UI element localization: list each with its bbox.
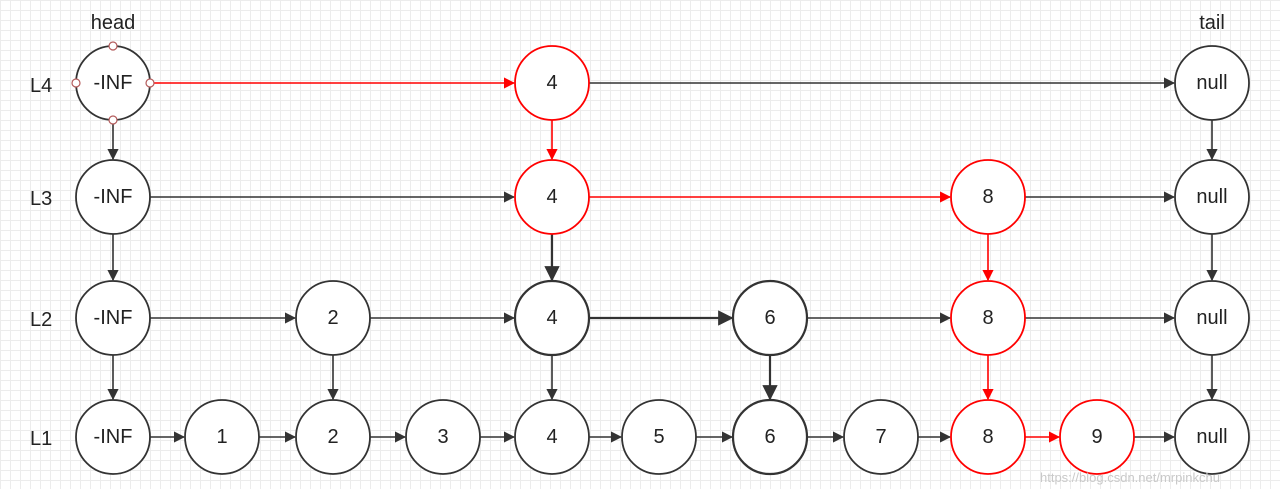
- selection-handle[interactable]: [145, 78, 155, 88]
- tail-label: tail: [1199, 12, 1225, 34]
- level-label-l4: L4: [30, 75, 52, 97]
- node-circle: [731, 279, 809, 357]
- node-l1-4[interactable]: 4: [514, 399, 590, 475]
- nodes-layer: -INF 4 null -INF 4 8 null -INF 2 4 6 8 null -INF 1 2 3 4 5…: [75, 45, 1250, 476]
- node-value: 5: [653, 426, 664, 448]
- node-l1-9[interactable]: 9: [1059, 399, 1135, 475]
- node-circle: [621, 399, 697, 475]
- node-value: 7: [875, 426, 886, 448]
- node-circle: [950, 280, 1026, 356]
- node-circle: [184, 399, 260, 475]
- node-l1-null[interactable]: null: [1174, 399, 1250, 475]
- level-label-l3: L3: [30, 188, 52, 210]
- node-circle: [514, 159, 590, 235]
- node-value: 4: [546, 426, 557, 448]
- node-circle: [295, 280, 371, 356]
- node-l2-8[interactable]: 8: [950, 280, 1026, 356]
- node-l1-3[interactable]: 3: [405, 399, 481, 475]
- node-l2-2[interactable]: 2: [295, 280, 371, 356]
- node-circle: [1174, 159, 1250, 235]
- node-circle: [75, 280, 151, 356]
- node-l2-null[interactable]: null: [1174, 280, 1250, 356]
- head-label: head: [91, 12, 136, 34]
- node-value: 4: [546, 186, 557, 208]
- node-l1-8[interactable]: 8: [950, 399, 1026, 475]
- level-label-l2: L2: [30, 309, 52, 331]
- node-l3-8[interactable]: 8: [950, 159, 1026, 235]
- node-circle: [295, 399, 371, 475]
- node-value: -INF: [94, 72, 133, 94]
- selection-handle[interactable]: [71, 78, 81, 88]
- node-circle: [950, 159, 1026, 235]
- node-value: 8: [982, 307, 993, 329]
- node-l4-4[interactable]: 4: [514, 45, 590, 121]
- node-value: null: [1196, 186, 1227, 208]
- selection-handles: [71, 41, 155, 125]
- node-value: 6: [764, 426, 775, 448]
- node-value: null: [1196, 307, 1227, 329]
- node-circle: [731, 398, 809, 476]
- node-circle: [514, 399, 590, 475]
- node-circle: [950, 399, 1026, 475]
- node-value: 3: [437, 426, 448, 448]
- selection-handle[interactable]: [108, 115, 118, 125]
- node-value: 8: [982, 186, 993, 208]
- node-value: 4: [546, 307, 557, 329]
- node-circle: [75, 399, 151, 475]
- node-l2-4[interactable]: 4: [513, 279, 591, 357]
- node-circle: [1174, 399, 1250, 475]
- node-value: 6: [764, 307, 775, 329]
- node-circle: [514, 45, 590, 121]
- node-value: null: [1196, 72, 1227, 94]
- node-value: 8: [982, 426, 993, 448]
- node-l1-5[interactable]: 5: [621, 399, 697, 475]
- level-label-l1: L1: [30, 428, 52, 450]
- node-l1-2[interactable]: 2: [295, 399, 371, 475]
- edges-layer: [107, 77, 1218, 443]
- node-value: -INF: [94, 307, 133, 329]
- node-l3-4[interactable]: 4: [514, 159, 590, 235]
- node-value: 1: [216, 426, 227, 448]
- node-l1--INF[interactable]: -INF: [75, 399, 151, 475]
- node-value: 2: [327, 307, 338, 329]
- node-l3-null[interactable]: null: [1174, 159, 1250, 235]
- node-value: null: [1196, 426, 1227, 448]
- node-value: 4: [546, 72, 557, 94]
- node-circle: [1059, 399, 1135, 475]
- node-circle: [843, 399, 919, 475]
- node-value: 2: [327, 426, 338, 448]
- node-l3--INF[interactable]: -INF: [75, 159, 151, 235]
- node-circle: [1174, 280, 1250, 356]
- node-circle: [75, 159, 151, 235]
- node-value: -INF: [94, 426, 133, 448]
- node-circle: [513, 279, 591, 357]
- watermark: https://blog.csdn.net/mrpinkchu: [1040, 470, 1220, 485]
- node-value: -INF: [94, 186, 133, 208]
- node-circle: [405, 399, 481, 475]
- node-l2-6[interactable]: 6: [731, 279, 809, 357]
- node-l1-7[interactable]: 7: [843, 399, 919, 475]
- node-value: 9: [1091, 426, 1102, 448]
- node-l4--INF[interactable]: -INF: [75, 45, 151, 121]
- node-l4-null[interactable]: null: [1174, 45, 1250, 121]
- node-l1-6[interactable]: 6: [731, 398, 809, 476]
- node-l1-1[interactable]: 1: [184, 399, 260, 475]
- node-l2--INF[interactable]: -INF: [75, 280, 151, 356]
- selection-handle[interactable]: [108, 41, 118, 51]
- node-circle: [1174, 45, 1250, 121]
